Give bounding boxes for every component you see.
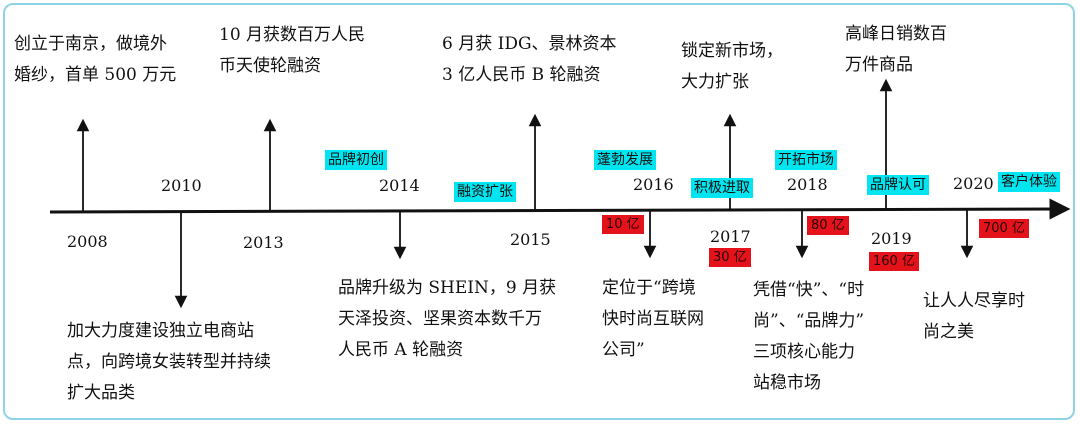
event-2010: 加大力度建设独立电商站 点，向跨境女装转型并持续 扩大品类 xyxy=(67,316,271,409)
year-2015: 2015 xyxy=(510,230,551,249)
event-line: 高峰日销数百 xyxy=(845,24,947,44)
event-line: 10 月获数百万人民 xyxy=(219,25,366,45)
revenue-badge: 10 亿 xyxy=(602,215,644,234)
year-2013: 2013 xyxy=(243,233,284,252)
event-2018: 凭借“快”、“时 尚”、“品牌力” 三项核心能力 站稳市场 xyxy=(753,275,864,399)
event-line: 加大力度建设独立电商站 xyxy=(67,321,254,341)
event-line: 3 亿人民币 B 轮融资 xyxy=(442,65,601,85)
revenue-badge: 160 亿 xyxy=(869,252,919,271)
event-2015: 6 月获 IDG、景林资本 3 亿人民币 B 轮融资 xyxy=(442,29,617,91)
event-line: 扩大品类 xyxy=(67,383,135,403)
year-2016: 2016 xyxy=(633,175,674,194)
timeline-frame: 2008 2010 2013 2014 2015 2016 2017 2018 … xyxy=(3,3,1075,420)
event-line: 大力扩张 xyxy=(681,72,749,92)
event-line: 币天使轮融资 xyxy=(219,56,321,76)
year-2010: 2010 xyxy=(161,176,202,195)
event-line: 婚纱，首单 500 万元 xyxy=(14,65,177,85)
event-2017: 锁定新市场， 大力扩张 xyxy=(681,36,783,98)
phase-tag: 客户体验 xyxy=(998,172,1060,192)
revenue-badge: 700 亿 xyxy=(979,219,1029,238)
event-line: 6 月获 IDG、景林资本 xyxy=(442,34,617,54)
year-2018: 2018 xyxy=(787,175,828,194)
event-line: 公司” xyxy=(602,340,645,360)
year-2014: 2014 xyxy=(379,176,420,195)
phase-tag: 开拓市场 xyxy=(775,150,837,170)
phase-tag: 蓬勃发展 xyxy=(594,150,656,170)
timeline-axis xyxy=(49,198,1071,220)
event-line: 站稳市场 xyxy=(753,373,821,393)
phase-tag: 积极进取 xyxy=(691,178,753,198)
event-2008: 创立于南京，做境外 婚纱，首单 500 万元 xyxy=(14,29,176,91)
phase-tag: 品牌认可 xyxy=(867,175,929,195)
revenue-badge: 30 亿 xyxy=(709,248,751,267)
event-line: 品牌升级为 SHEIN，9 月获 xyxy=(338,278,557,298)
event-line: 锁定新市场， xyxy=(681,41,783,61)
event-line: 人民币 A 轮融资 xyxy=(338,340,464,360)
event-2016: 定位于“跨境 快时尚互联网 公司” xyxy=(602,273,704,366)
event-line: 万件商品 xyxy=(845,55,913,75)
phase-tag: 品牌初创 xyxy=(325,150,387,170)
event-line: 三项核心能力 xyxy=(753,342,855,362)
year-2008: 2008 xyxy=(67,232,108,251)
event-line: 定位于“跨境 xyxy=(602,278,696,298)
year-2020: 2020 xyxy=(953,174,994,193)
event-2019: 高峰日销数百 万件商品 xyxy=(845,19,947,81)
event-line: 快时尚互联网 xyxy=(602,309,704,329)
phase-tag: 融资扩张 xyxy=(454,182,516,202)
event-2020: 让人人尽享时 尚之美 xyxy=(923,286,1025,348)
event-line: 点，向跨境女装转型并持续 xyxy=(67,352,271,372)
event-line: 让人人尽享时 xyxy=(923,291,1025,311)
revenue-badge: 80 亿 xyxy=(807,216,849,235)
event-line: 尚”、“品牌力” xyxy=(753,311,865,331)
event-line: 创立于南京，做境外 xyxy=(14,34,167,54)
year-2017: 2017 xyxy=(710,227,751,246)
event-line: 尚之美 xyxy=(923,322,974,342)
year-2019: 2019 xyxy=(871,229,912,248)
event-2014: 品牌升级为 SHEIN，9 月获 天泽投资、坚果资本数千万 人民币 A 轮融资 xyxy=(338,273,556,366)
event-2013: 10 月获数百万人民 币天使轮融资 xyxy=(219,20,365,82)
event-line: 凭借“快”、“时 xyxy=(753,280,865,300)
event-line: 天泽投资、坚果资本数千万 xyxy=(338,309,542,329)
